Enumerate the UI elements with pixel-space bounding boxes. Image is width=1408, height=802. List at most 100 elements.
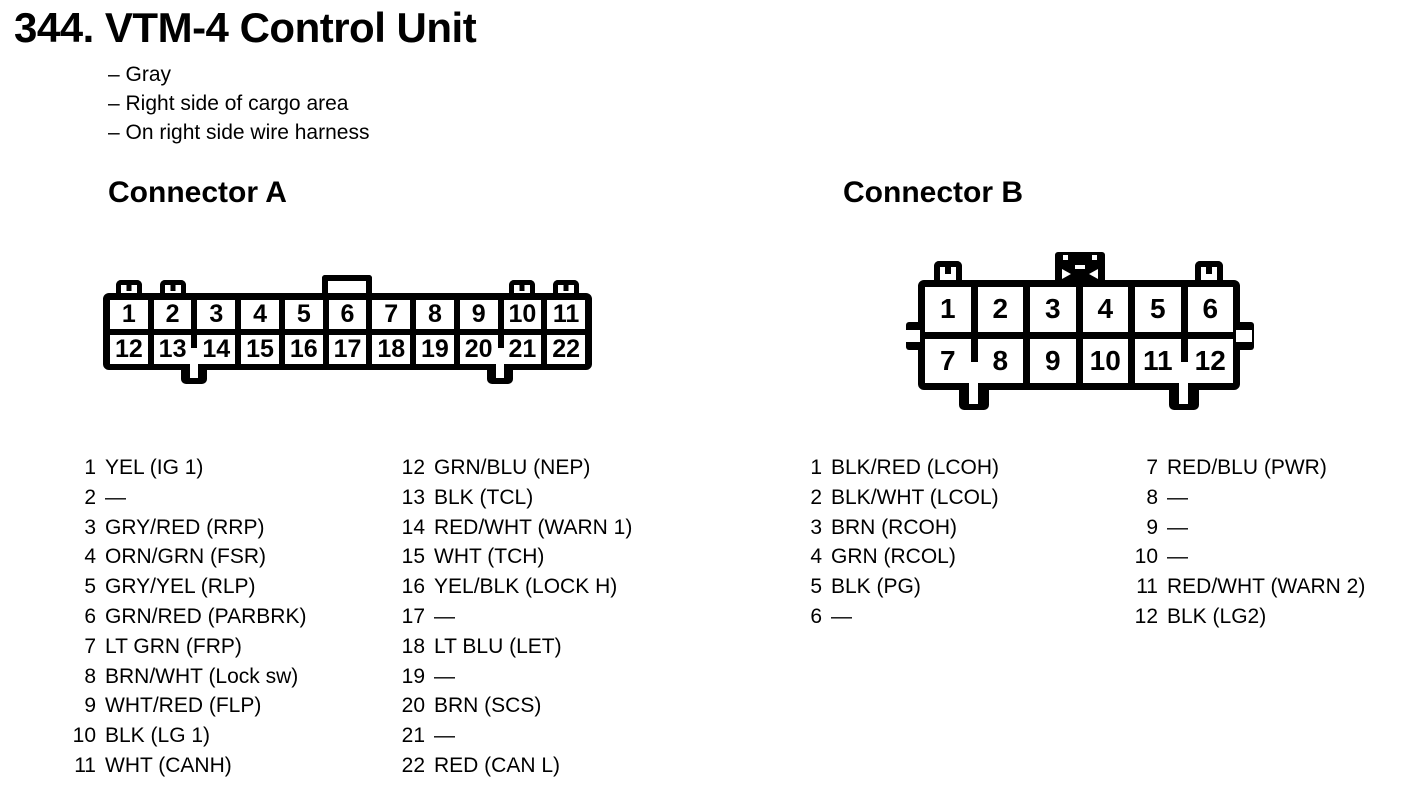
pinout-row: 11 RED/WHT (WARN 2) bbox=[1120, 572, 1365, 602]
pinout-row: 8 — bbox=[1120, 483, 1365, 513]
pin-wire-label: — bbox=[434, 664, 455, 688]
pinout-row: 5 BLK (PG) bbox=[784, 572, 999, 602]
connector-a-pin-cell: 20 bbox=[459, 335, 498, 364]
pin-wire-label: — bbox=[105, 485, 126, 509]
connector-b-pin-cell: 11 bbox=[1135, 338, 1181, 383]
pinout-row: 6 GRN/RED (PARBRK) bbox=[58, 602, 306, 632]
pinout-row: 13 BLK (TCL) bbox=[387, 483, 632, 513]
pin-number: 6 bbox=[810, 604, 822, 628]
connector-b-pin-cell: 1 bbox=[925, 287, 971, 332]
pin-wire-label: BLK/RED (LCOH) bbox=[831, 456, 1000, 479]
location-notes: – Gray– Right side of cargo area– On rig… bbox=[108, 60, 369, 147]
pin-wire-label: — bbox=[434, 724, 455, 748]
connector-a-pin-cell: 4 bbox=[241, 300, 279, 329]
pin-wire-label: BLK (LG 1) bbox=[105, 724, 211, 748]
connector-a-pin-cell: 17 bbox=[328, 335, 367, 364]
pin-wire-label: — bbox=[831, 604, 852, 628]
pin-wire-label: — bbox=[434, 604, 455, 628]
connector-b-bottom-slot bbox=[1179, 362, 1188, 404]
pin-number: 10 bbox=[72, 724, 96, 748]
pin-wire-label: BRN (SCS) bbox=[434, 694, 542, 718]
pin-wire-label: WHT (CANH) bbox=[105, 753, 232, 777]
pinout-row: 5 GRY/YEL (RLP) bbox=[58, 572, 306, 602]
pinout-row: 15 WHT (TCH) bbox=[387, 542, 632, 572]
connector-a-pinout-right: 12 GRN/BLU (NEP) 13 BLK (TCL) 14 RED/WHT… bbox=[387, 453, 633, 781]
connector-a-pin-cell: 18 bbox=[372, 335, 411, 364]
connector-b-side-slot bbox=[906, 330, 920, 342]
pin-wire-label: GRN/RED (PARBRK) bbox=[105, 604, 307, 628]
pin-number: 17 bbox=[401, 604, 425, 628]
connector-a-pin-cell: 15 bbox=[241, 335, 279, 364]
connector-b-heading: Connector B bbox=[843, 176, 1023, 209]
connector-a-heading: Connector A bbox=[108, 176, 287, 209]
connector-a-pin-cell: 3 bbox=[197, 300, 236, 329]
pin-wire-label: GRN/BLU (NEP) bbox=[434, 456, 591, 479]
pin-number: 9 bbox=[1146, 515, 1158, 539]
connector-a-pin-cell: 5 bbox=[284, 300, 323, 329]
connector-b-pin-cell: 3 bbox=[1030, 287, 1076, 332]
pin-number: 5 bbox=[84, 575, 96, 599]
pinout-row: 9 — bbox=[1120, 513, 1365, 543]
connector-a-pin-cell: 2 bbox=[153, 300, 192, 329]
connector-b-latch bbox=[1055, 252, 1105, 283]
pin-number: 9 bbox=[84, 694, 96, 718]
pin-number: 13 bbox=[401, 485, 425, 509]
latch-mark bbox=[1089, 269, 1098, 279]
pinout-row: 1 YEL (IG 1) bbox=[58, 453, 306, 483]
connector-b-bottom-slot bbox=[969, 362, 978, 404]
connector-a-pin-cell: 6 bbox=[328, 300, 367, 329]
pinout-row: 17 — bbox=[387, 602, 632, 632]
pin-wire-label: LT GRN (FRP) bbox=[105, 634, 242, 658]
pinout-row: 18 LT BLU (LET) bbox=[387, 632, 632, 662]
latch-mark bbox=[1062, 269, 1071, 279]
connector-a-pin-cell: 1 bbox=[110, 300, 148, 329]
connector-a-pin-cell: 8 bbox=[416, 300, 454, 329]
pin-wire-label: — bbox=[1167, 545, 1188, 569]
pin-number: 12 bbox=[401, 456, 425, 479]
pin-wire-label: BLK (LG2) bbox=[1167, 604, 1267, 628]
connector-b-pin-cell: 9 bbox=[1030, 338, 1076, 383]
connector-a-pin-cell: 16 bbox=[284, 335, 323, 364]
pinout-row: 20 BRN (SCS) bbox=[387, 691, 632, 721]
pinout-row: 7 LT GRN (FRP) bbox=[58, 632, 306, 662]
pinout-row: 14 RED/WHT (WARN 1) bbox=[387, 513, 633, 543]
pinout-row: 8 BRN/WHT (Lock sw) bbox=[58, 662, 306, 692]
pin-wire-label: GRN (RCOL) bbox=[831, 545, 956, 569]
pin-number: 7 bbox=[1146, 456, 1158, 479]
pinout-row: 12 BLK (LG2) bbox=[1120, 602, 1365, 632]
pin-wire-label: BLK (PG) bbox=[831, 575, 921, 599]
pinout-row: 9 WHT/RED (FLP) bbox=[58, 691, 306, 721]
pin-wire-label: RED/WHT (WARN 1) bbox=[434, 515, 633, 539]
pinout-row: 22 RED (CAN L) bbox=[387, 751, 632, 781]
pinout-row: 7 RED/BLU (PWR) bbox=[1120, 453, 1365, 483]
latch-mark bbox=[1092, 255, 1097, 260]
pin-number: 1 bbox=[84, 456, 96, 479]
connector-b-pinout-right: 7 RED/BLU (PWR) 8 — 9 — 10 — 11 RED/WHT … bbox=[1120, 453, 1366, 632]
latch-mark bbox=[1075, 265, 1085, 269]
connector-b-pin-cell: 12 bbox=[1187, 338, 1233, 383]
page-title: 344. VTM-4 Control Unit bbox=[14, 4, 477, 51]
connector-a-pin-cell: 7 bbox=[372, 300, 411, 329]
note-line: – On right side wire harness bbox=[108, 121, 370, 144]
pin-number: 15 bbox=[401, 545, 425, 569]
pin-wire-label: BRN/WHT (Lock sw) bbox=[105, 664, 299, 688]
pin-number: 4 bbox=[84, 545, 96, 569]
pin-number: 4 bbox=[810, 545, 822, 569]
connector-b-pin-cell: 8 bbox=[977, 338, 1023, 383]
connector-a-pin-cell: 19 bbox=[416, 335, 454, 364]
pin-wire-label: LT BLU (LET) bbox=[434, 634, 562, 658]
pin-number: 14 bbox=[401, 515, 425, 539]
pin-number: 2 bbox=[84, 485, 96, 509]
pin-wire-label: — bbox=[1167, 515, 1188, 539]
pin-number: 3 bbox=[810, 515, 822, 539]
pinout-row: 4 GRN (RCOL) bbox=[784, 542, 999, 572]
pin-wire-label: YEL (IG 1) bbox=[105, 456, 204, 479]
pin-number: 19 bbox=[401, 664, 425, 688]
pin-number: 12 bbox=[1134, 604, 1158, 628]
connector-a-pin-cell: 14 bbox=[197, 335, 236, 364]
pin-number: 5 bbox=[810, 575, 822, 599]
pinout-row: 4 ORN/GRN (FSR) bbox=[58, 542, 306, 572]
pin-wire-label: BLK (TCL) bbox=[434, 485, 534, 509]
